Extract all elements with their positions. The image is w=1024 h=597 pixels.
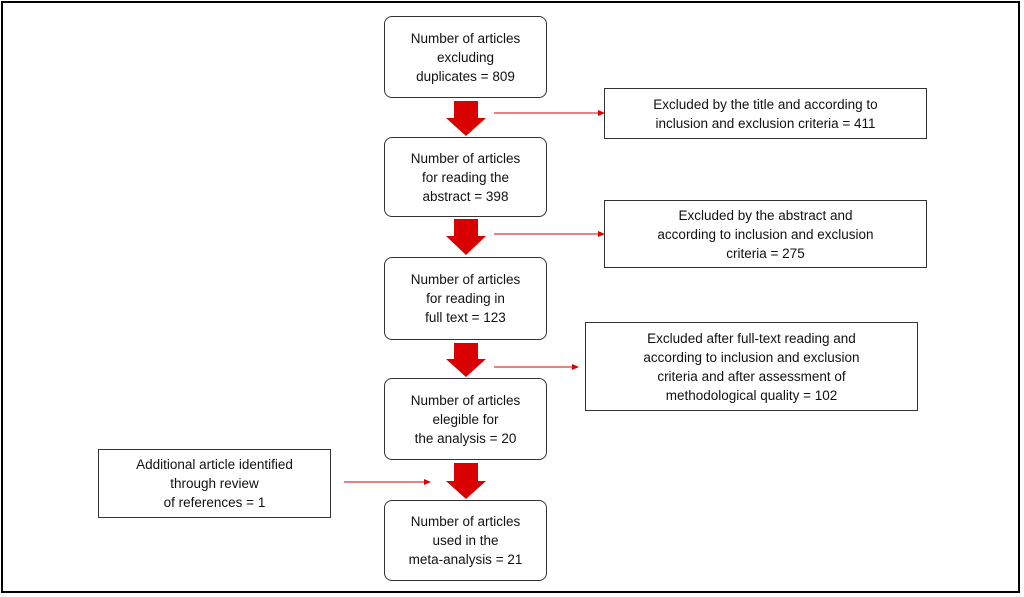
- box-label: Excluded by the abstract and according t…: [657, 207, 874, 261]
- box-excluded-abstract: Excluded by the abstract and according t…: [604, 200, 927, 268]
- box-label: Number of articles for reading in full t…: [410, 272, 521, 325]
- box-label: Excluded by the title and according to i…: [653, 96, 878, 131]
- box-articles-elegible: Number of articles elegible for the anal…: [384, 378, 547, 460]
- box-label: Number of articles elegible for the anal…: [410, 392, 521, 446]
- box-articles-full-text: Number of articles for reading in full t…: [384, 257, 547, 340]
- box-articles-meta-analysis: Number of articles used in the meta-anal…: [384, 500, 547, 581]
- box-articles-for-abstract: Number of articles for reading the abstr…: [384, 137, 547, 217]
- box-label: Excluded after full-text reading and acc…: [643, 330, 860, 403]
- box-excluded-title: Excluded by the title and according to i…: [604, 88, 927, 139]
- box-excluded-full-text: Excluded after full-text reading and acc…: [585, 322, 918, 411]
- box-additional-article: Additional article identified through re…: [98, 449, 331, 518]
- box-label: Number of articles for reading the abstr…: [410, 150, 521, 204]
- box-label: Additional article identified through re…: [136, 457, 293, 510]
- box-label: Number of articles used in the meta-anal…: [408, 514, 523, 567]
- box-articles-excluding-duplicates: Number of articles excluding duplicates …: [384, 16, 547, 98]
- box-label: Number of articles excluding duplicates …: [410, 30, 521, 84]
